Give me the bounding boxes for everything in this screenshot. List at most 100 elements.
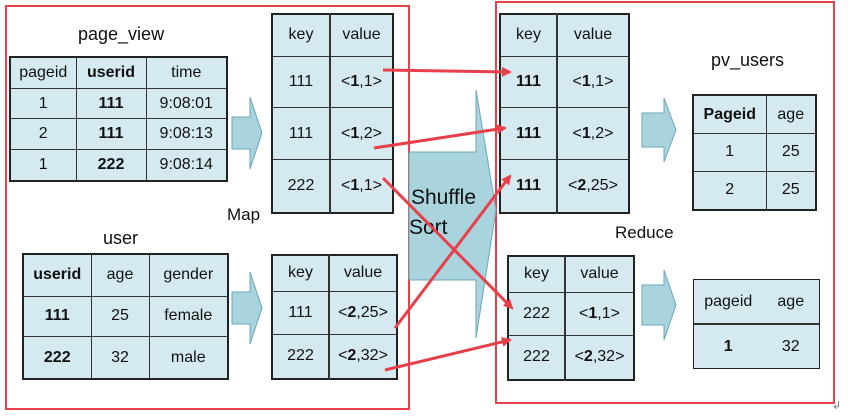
value-payload: 1 bbox=[363, 72, 373, 90]
value-cell: <2,25> bbox=[328, 290, 398, 335]
reduce-input-table-b: key value 222 <1,1> 222 <2,32> bbox=[507, 255, 635, 381]
value-cell: <1,1> bbox=[564, 291, 635, 336]
table-cell: 9:08:13 bbox=[145, 118, 228, 151]
table-row: 111 <1,1> bbox=[499, 55, 630, 109]
table-cell: 111 bbox=[75, 118, 147, 151]
table-cell: 32 bbox=[90, 336, 150, 380]
value-tag: 1 bbox=[588, 304, 598, 322]
table-row: 2 25 bbox=[692, 170, 817, 211]
column-header: value bbox=[329, 13, 394, 57]
value-tag: 1 bbox=[581, 124, 591, 142]
corner-mark: ↲ bbox=[832, 400, 842, 412]
key-cell: 111 bbox=[271, 290, 330, 335]
key-cell: 111 bbox=[271, 55, 331, 109]
value-cell: <1,1> bbox=[329, 159, 394, 214]
column-header: value bbox=[564, 255, 635, 293]
column-header: age bbox=[90, 253, 150, 297]
key-cell: 222 bbox=[507, 291, 566, 336]
pv-users-table-b: pageid age 1 32 bbox=[693, 279, 820, 369]
table-header-row: pageid userid time bbox=[9, 56, 228, 89]
value-tag: 2 bbox=[347, 303, 357, 321]
column-header: userid bbox=[22, 253, 92, 297]
map-pv-output-table: key value 111 <1,1> 111 <1,2> 222 <1,1> bbox=[271, 13, 394, 214]
table-header-row: key value bbox=[271, 13, 394, 57]
table-row: 1 32 bbox=[694, 324, 820, 369]
block-arrow-user-map bbox=[231, 271, 263, 345]
column-header: key bbox=[507, 255, 566, 293]
shuffle-label: Shuffle bbox=[411, 186, 476, 209]
table-cell: 25 bbox=[765, 170, 817, 211]
value-cell: <2,32> bbox=[564, 334, 635, 381]
value-cell: <1,2> bbox=[556, 107, 630, 161]
table-header-row: key value bbox=[507, 255, 635, 293]
value-payload: 32 bbox=[597, 348, 616, 366]
table-row: 1 25 bbox=[692, 133, 817, 172]
table-cell: 9:08:14 bbox=[145, 149, 228, 182]
pv-users-table-a: Pageid age 1 25 2 25 bbox=[692, 94, 817, 211]
shuffle-block-arrow bbox=[408, 89, 497, 339]
value-tag: 1 bbox=[350, 72, 360, 90]
value-tag: 2 bbox=[577, 177, 587, 195]
shuffle-arrow-111-a bbox=[382, 66, 512, 77]
value-payload: 2 bbox=[595, 124, 605, 142]
value-tag: 1 bbox=[581, 72, 591, 90]
value-payload: 32 bbox=[360, 347, 379, 365]
block-arrow-reduce-a bbox=[641, 97, 677, 163]
column-header: key bbox=[499, 13, 558, 57]
table-header-row: userid age gender bbox=[22, 253, 229, 297]
table-row: 2 111 9:08:13 bbox=[9, 118, 228, 151]
block-arrow-pv-map bbox=[231, 96, 263, 170]
shuffle-arrow-222-b bbox=[384, 337, 512, 372]
block-arrow-reduce-b bbox=[641, 269, 677, 341]
table-cell: 2 bbox=[692, 170, 767, 211]
column-header: pageid bbox=[9, 56, 77, 89]
table-row: 1 111 9:08:01 bbox=[9, 87, 228, 120]
table-cell: female bbox=[148, 295, 229, 338]
column-header: value bbox=[556, 13, 630, 57]
column-header: age bbox=[765, 94, 817, 135]
column-header: key bbox=[271, 254, 330, 292]
value-tag: 1 bbox=[350, 177, 360, 195]
reduce-phase-frame bbox=[495, 1, 835, 404]
table-cell: male bbox=[148, 336, 229, 380]
table-row: 222 <2,32> bbox=[507, 334, 635, 381]
column-header: age bbox=[762, 279, 820, 325]
pv-users-title: pv_users bbox=[711, 50, 785, 70]
map-user-output-table: key value 111 <2,25> 222 <2,32> bbox=[271, 254, 398, 380]
column-header: userid bbox=[75, 56, 147, 89]
key-cell: 222 bbox=[271, 159, 331, 214]
table-row: 222 <1,1> bbox=[271, 159, 394, 214]
table-cell: 222 bbox=[22, 336, 92, 380]
value-payload: 1 bbox=[595, 72, 605, 90]
table-row: 222 32 male bbox=[22, 336, 229, 380]
column-header: time bbox=[145, 56, 228, 89]
value-cell: <2,25> bbox=[556, 159, 630, 214]
table-cell: 32 bbox=[781, 337, 800, 355]
value-tag: 2 bbox=[347, 347, 357, 365]
value-tag: 1 bbox=[350, 124, 360, 142]
key-cell: 222 bbox=[507, 334, 566, 381]
value-cell: <2,32> bbox=[328, 333, 398, 380]
table-cell: 1 bbox=[692, 133, 767, 172]
table-header-row: key value bbox=[271, 254, 398, 292]
table-cell: 25 bbox=[765, 133, 817, 172]
table-row: 222 <1,1> bbox=[507, 291, 635, 336]
reduce-label: Reduce bbox=[615, 223, 674, 242]
table-cell: 111 bbox=[75, 87, 147, 120]
table-cell: 9:08:01 bbox=[145, 87, 228, 120]
page-view-title: page_view bbox=[78, 24, 165, 44]
column-header: key bbox=[271, 13, 331, 57]
value-payload: 1 bbox=[601, 304, 611, 322]
user-table: userid age gender 111 25 female 222 32 m… bbox=[22, 253, 229, 380]
value-cell: <1,1> bbox=[329, 55, 394, 109]
table-row: 111 <2,25> bbox=[271, 290, 398, 335]
value-payload: 25 bbox=[360, 303, 379, 321]
table-cell: 1 bbox=[723, 337, 733, 355]
table-header-row: pageid age bbox=[693, 279, 820, 325]
value-payload: 25 bbox=[590, 177, 609, 195]
page-view-table: pageid userid time 1 111 9:08:01 2 111 9… bbox=[9, 56, 228, 182]
table-header-row: Pageid age bbox=[692, 94, 817, 135]
table-header-row: key value bbox=[499, 13, 630, 57]
table-row: 222 <2,32> bbox=[271, 333, 398, 380]
